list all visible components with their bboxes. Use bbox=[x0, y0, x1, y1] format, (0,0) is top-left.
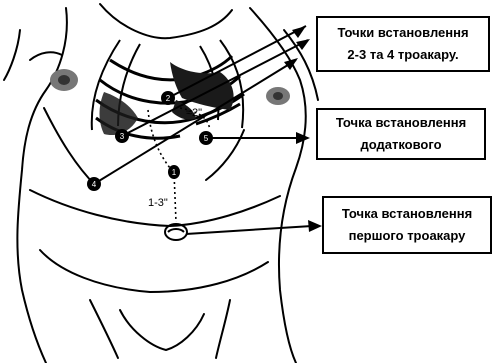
distance-label-umbilical: 1-3" bbox=[148, 197, 168, 209]
port-marker-4: 4 bbox=[87, 177, 101, 191]
callout-top-line2: 2-3 та 4 троакару. bbox=[347, 44, 458, 66]
callout-mid-line2: додаткового bbox=[360, 134, 441, 156]
callout-top-line1: Точки встановлення bbox=[337, 22, 468, 44]
port-marker-3: 3 bbox=[115, 129, 129, 143]
port-number-3: 3 bbox=[120, 132, 125, 141]
port-number-4: 4 bbox=[92, 180, 97, 189]
callout-first-trocar: Точка встановлення першого троакару bbox=[322, 196, 492, 254]
distance-label-costal: ≈2" bbox=[186, 107, 202, 119]
port-marker-5: 5 bbox=[199, 131, 213, 145]
callout-additional-port: Точка встановлення додаткового bbox=[316, 108, 486, 160]
port-marker-2: 2 bbox=[161, 91, 175, 105]
port-number-5: 5 bbox=[204, 134, 209, 143]
port-marker-1: 1 bbox=[168, 165, 180, 179]
callout-bot-line1: Точка встановлення bbox=[342, 203, 472, 225]
port-number-1: 1 bbox=[172, 168, 177, 177]
callout-ports-2-3-4: Точки встановлення 2-3 та 4 троакару. bbox=[316, 16, 490, 72]
callout-mid-line1: Точка встановлення bbox=[336, 112, 466, 134]
callout-bot-line2: першого троакару bbox=[349, 225, 466, 247]
port-number-2: 2 bbox=[166, 94, 171, 103]
torso-outline bbox=[4, 4, 318, 363]
